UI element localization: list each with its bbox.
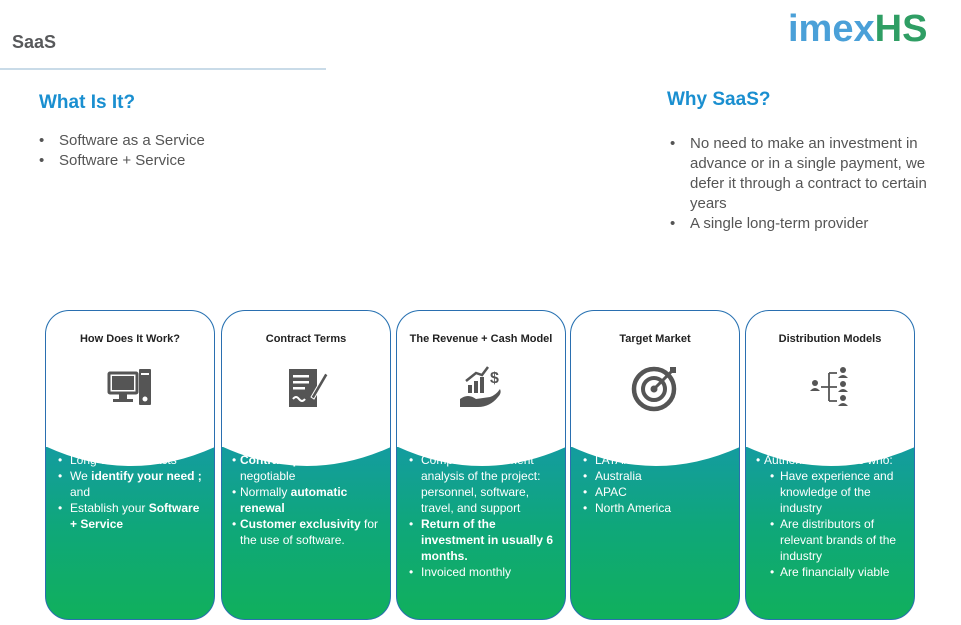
card-body: LATAM Australia APAC North America xyxy=(581,452,733,516)
card-item: Customer exclusivity for the use of soft… xyxy=(232,516,384,548)
card-title: Distribution Models xyxy=(778,333,882,345)
why-heading: Why SaaS? xyxy=(667,89,771,110)
why-list: No need to make an investment in advance… xyxy=(670,134,935,234)
slide-title: SaaS xyxy=(12,32,57,52)
card-item: North America xyxy=(581,500,733,516)
card-item: Have experience and knowledge of the ind… xyxy=(756,468,908,516)
card-how-it-works: How Does It Work? Long-term contracts We… xyxy=(45,310,215,620)
card-item: Invoiced monthly xyxy=(407,564,559,580)
svg-text:$: $ xyxy=(490,370,499,387)
why-item: A single long-term provider xyxy=(670,214,935,234)
card-item: Authorized dealers who: xyxy=(756,452,908,468)
what-heading: What Is It? xyxy=(39,92,136,113)
card-item: Establish your Software + Service xyxy=(56,500,208,532)
card-body: Long-term contracts We identify your nee… xyxy=(56,452,208,532)
company-logo: imexHS xyxy=(788,8,928,50)
what-item: Software + Service xyxy=(39,151,339,171)
card-item: Are financially viable xyxy=(756,564,908,580)
card-contract-terms: Contract Terms Contract period negotiabl… xyxy=(221,310,391,620)
card-item: Contract period negotiable xyxy=(232,452,384,484)
card-distribution-models: Distribution Models Authorized dealers w… xyxy=(745,310,915,620)
card-item: LATAM xyxy=(581,452,733,468)
card-item: We identify your need ; and xyxy=(56,468,208,500)
distribution-network-icon xyxy=(805,363,855,413)
why-item: No need to make an investment in advance… xyxy=(670,134,935,214)
card-title: Target Market xyxy=(619,333,691,345)
card-item: Normally automatic renewal xyxy=(232,484,384,516)
card-revenue-model: The Revenue + Cash Model $ Complete inve… xyxy=(396,310,566,620)
card-body: Authorized dealers who: Have experience … xyxy=(756,452,908,580)
contract-signing-icon xyxy=(281,363,331,413)
card-item: Long-term contracts xyxy=(56,452,208,468)
what-item: Software as a Service xyxy=(39,131,339,151)
card-title: How Does It Work? xyxy=(79,333,181,345)
card-target-market: Target Market LATAM Australia APAC North… xyxy=(570,310,740,620)
revenue-growth-icon: $ xyxy=(456,363,506,413)
title-divider xyxy=(0,68,326,70)
card-title: Contract Terms xyxy=(265,333,347,345)
card-item: Complete investment analysis of the proj… xyxy=(407,452,559,516)
computer-icon xyxy=(105,363,155,413)
card-body: Contract period negotiable Normally auto… xyxy=(232,452,384,548)
card-item: APAC xyxy=(581,484,733,500)
card-item: Return of the investment in usually 6 mo… xyxy=(407,516,559,564)
card-body: Complete investment analysis of the proj… xyxy=(407,452,559,580)
target-icon xyxy=(630,363,680,413)
card-item: Are distributors of relevant brands of t… xyxy=(756,516,908,564)
card-title: The Revenue + Cash Model xyxy=(409,333,553,345)
what-list: Software as a Service Software + Service xyxy=(39,131,339,171)
card-item: Australia xyxy=(581,468,733,484)
